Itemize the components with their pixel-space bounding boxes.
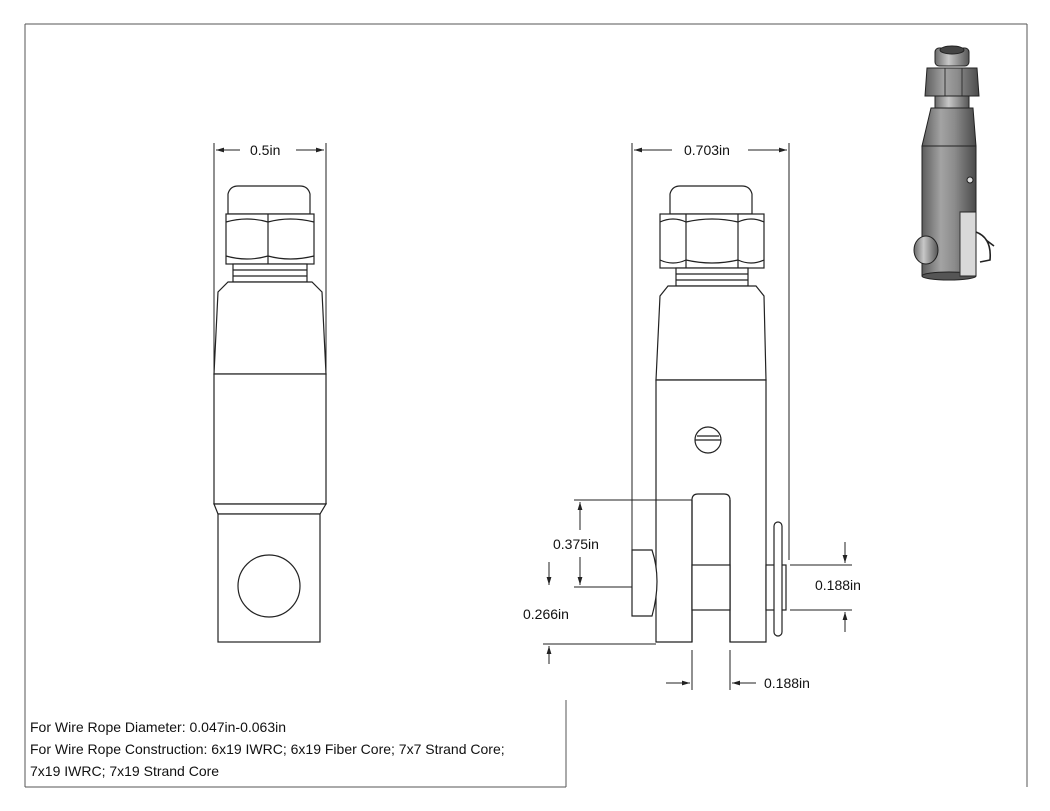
side-view [631,185,787,643]
slot-width-label: 0.188in [764,675,810,691]
sheet-border [24,23,1028,788]
pin-diameter-dimension [790,542,852,632]
wire-rope-diameter-note: For Wire Rope Diameter: 0.047in-0.063in [30,719,287,735]
wire-rope-construction-note: For Wire Rope Construction: 6x19 IWRC; 6… [30,741,505,757]
pin-offset-dimension [543,562,656,664]
pin-offset-label: 0.266in [523,606,569,622]
slot-width-dimension [666,650,756,690]
front-width-label: 0.5in [250,142,280,158]
slot-depth-dimension [574,499,692,588]
side-width-dimension [631,143,790,560]
side-width-label: 0.703in [684,142,730,158]
slot-depth-label: 0.375in [553,536,599,552]
isometric-view-icon [913,45,995,281]
wire-rope-construction-note-cont: 7x19 IWRC; 7x19 Strand Core [30,763,220,779]
front-width-dimension [213,143,327,374]
front-view [213,185,328,643]
pin-diameter-label: 0.188in [815,577,861,593]
